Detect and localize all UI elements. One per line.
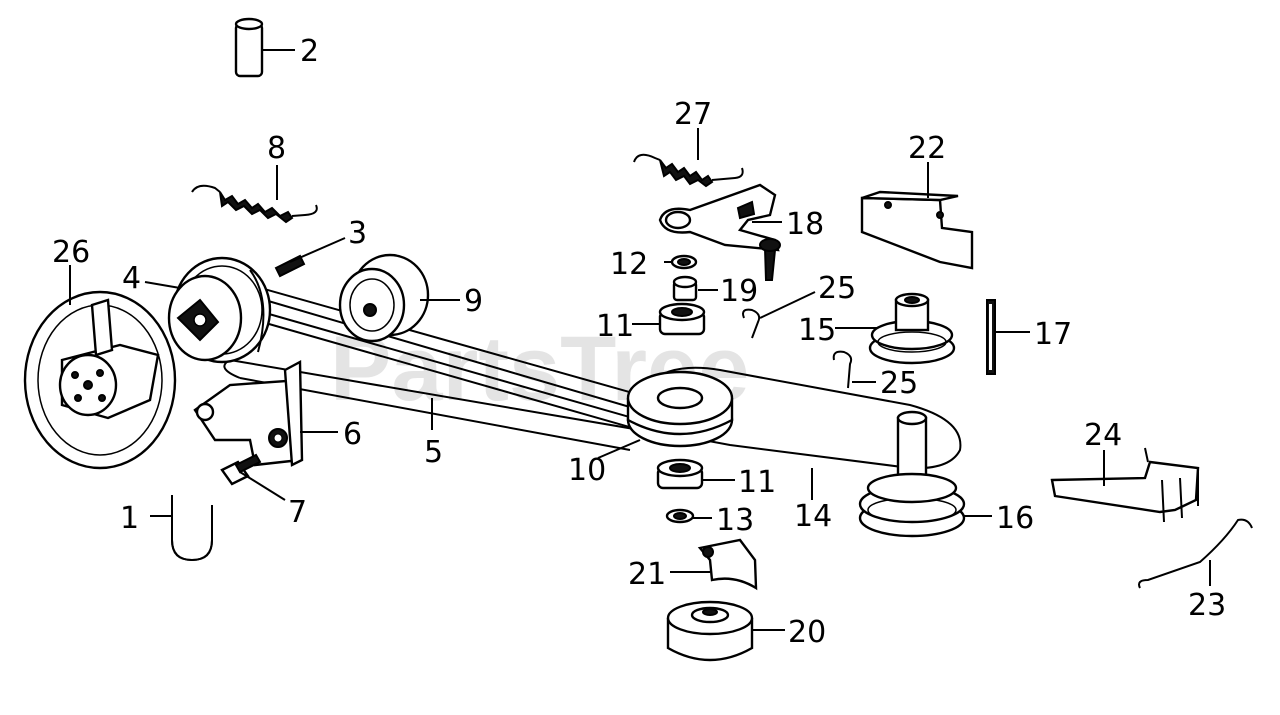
leader-lines <box>69 49 1211 631</box>
part-25-clip-upper <box>742 308 761 339</box>
part-13-washer <box>665 508 695 524</box>
callout-20: 20 <box>788 615 826 650</box>
callout-2: 2 <box>300 34 319 69</box>
part-7-bolt <box>220 453 262 486</box>
part-19-spacer <box>672 275 698 302</box>
part-24-bracket <box>1050 447 1200 523</box>
part-17-key <box>986 299 996 375</box>
callout-16: 16 <box>996 501 1034 536</box>
callout-24: 24 <box>1084 418 1122 453</box>
callout-25a: 25 <box>818 271 856 306</box>
part-23-rod <box>1138 518 1253 589</box>
callout-26: 26 <box>52 235 90 270</box>
part-26-pulley-disk <box>23 290 177 470</box>
callout-8: 8 <box>267 131 286 166</box>
callout-23: 23 <box>1188 588 1226 623</box>
callout-13: 13 <box>716 503 754 538</box>
callout-27: 27 <box>674 97 712 132</box>
callout-3: 3 <box>348 216 367 251</box>
callout-22: 22 <box>908 131 946 166</box>
callout-11b: 11 <box>738 465 776 500</box>
part-9-idler-pulley <box>338 253 430 343</box>
part-15-pulley <box>868 292 956 365</box>
part-10-main-pulley <box>626 370 734 448</box>
part-6-bracket <box>193 360 304 467</box>
part-20-pulley <box>666 600 754 662</box>
part-11-bearing-lower <box>656 458 704 490</box>
callout-6: 6 <box>343 417 362 452</box>
part-4-engine-pulley <box>167 256 272 364</box>
part-27-spring <box>633 153 744 188</box>
callout-18: 18 <box>786 207 824 242</box>
part-3-pin <box>274 254 306 278</box>
callout-10: 10 <box>568 453 606 488</box>
callout-labels: 2 8 3 4 26 9 5 6 7 1 27 18 22 12 19 11 2… <box>52 34 1226 650</box>
part-1-u-bolt <box>171 495 213 562</box>
part-11-bearing-upper <box>658 302 706 336</box>
part-12-washer <box>670 254 698 270</box>
callout-7: 7 <box>288 495 307 530</box>
callout-1: 1 <box>120 501 139 536</box>
callout-4: 4 <box>122 261 141 296</box>
part-22-plate <box>860 190 974 270</box>
callout-25b: 25 <box>880 366 918 401</box>
callout-21: 21 <box>628 557 666 592</box>
callout-19: 19 <box>720 274 758 309</box>
callout-15: 15 <box>798 313 836 348</box>
callout-12: 12 <box>610 247 648 282</box>
callout-11a: 11 <box>596 309 634 344</box>
part-21-bracket <box>697 538 758 591</box>
part-2-sleeve <box>234 17 264 78</box>
callout-14: 14 <box>794 499 832 534</box>
callout-5: 5 <box>424 435 443 470</box>
part-16-pulley <box>858 410 966 538</box>
part-18-idler-arm <box>658 183 781 281</box>
part-8-spring <box>191 184 318 224</box>
part-25-clip-lower <box>832 350 853 389</box>
callout-9: 9 <box>464 284 483 319</box>
callout-17: 17 <box>1034 317 1072 352</box>
